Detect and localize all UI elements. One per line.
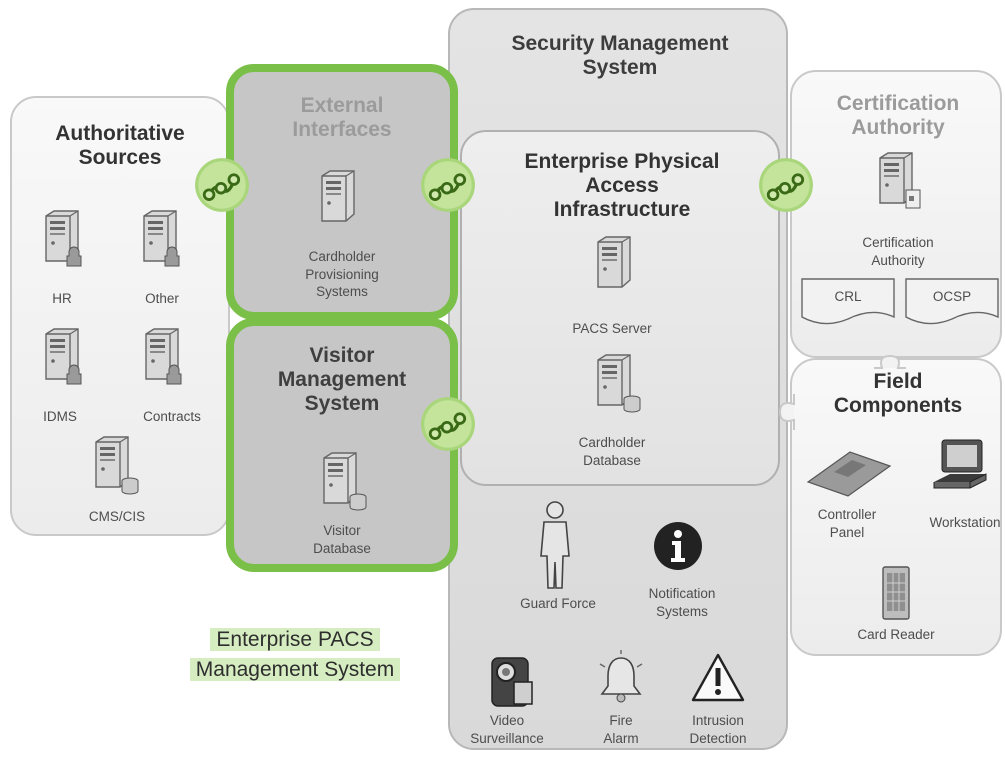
- connector-chain-icon-3: [758, 157, 814, 213]
- certification-authority-panel: Certification Authority Certification Au…: [790, 70, 1002, 358]
- epai-title: Enterprise Physical Access Infrastructur…: [524, 150, 720, 222]
- intrusion-detection-label: Intrusion Detection: [689, 713, 747, 746]
- cardholder-database-label: Cardholder Database: [578, 435, 646, 468]
- idms-server-icon: [45, 328, 82, 385]
- workstation-label: Workstation: [929, 515, 1001, 530]
- provisioning-server-icon: [321, 170, 355, 222]
- visitor-management-panel: Visitor Management System Visitor Databa…: [226, 318, 458, 572]
- ocsp-label: OCSP: [932, 289, 972, 304]
- notification-info-icon: [654, 522, 702, 570]
- visitor-management-title: Visitor Management System: [277, 344, 407, 416]
- connector-chain-icon-4: [420, 396, 476, 452]
- cardholder-provisioning-label: Cardholder Provisioning Systems: [305, 249, 379, 300]
- enterprise-pacs-label: Enterprise PACS Management System: [150, 625, 440, 686]
- fire-alarm-label: Fire Alarm: [603, 713, 639, 746]
- enterprise-pacs-label-text: Enterprise PACS Management System: [189, 628, 401, 682]
- guard-force-label: Guard Force: [520, 596, 596, 611]
- certification-authority-title: Certification Authority: [836, 92, 960, 140]
- cms-cis-label: CMS/CIS: [88, 509, 146, 524]
- contracts-server-icon: [145, 328, 182, 385]
- card-reader-label: Card Reader: [857, 627, 935, 642]
- other-label: Other: [145, 291, 179, 306]
- contracts-label: Contracts: [143, 409, 201, 424]
- visitor-database-icon: [323, 452, 367, 511]
- hr-server-icon: [45, 210, 82, 267]
- hr-label: HR: [52, 291, 72, 306]
- controller-panel-icon: [806, 451, 892, 497]
- field-components-panel: Field Components Controller Panel Workst…: [790, 358, 1002, 656]
- crl-document-icon: [801, 278, 895, 325]
- fire-alarm-bell-icon: [599, 650, 643, 703]
- external-interfaces-title: External Interfaces: [292, 94, 392, 142]
- certification-authority-label: Certification Authority: [862, 235, 934, 268]
- guard-force-icon: [540, 501, 570, 589]
- controller-panel-label: Controller Panel: [817, 507, 877, 540]
- idms-label: IDMS: [43, 409, 77, 424]
- puzzle-side-connector-icon: [778, 394, 795, 430]
- epai-panel: Enterprise Physical Access Infrastructur…: [460, 130, 780, 486]
- video-camera-icon: [491, 657, 533, 707]
- connector-chain-icon-2: [420, 157, 476, 213]
- field-components-title: Field Components: [833, 370, 963, 418]
- other-server-icon: [143, 210, 180, 267]
- video-surveillance-label: Video Surveillance: [470, 713, 544, 746]
- authoritative-sources-panel: Authoritative Sources HR Other IDMS Cont…: [10, 96, 230, 536]
- security-management-system-title: Security Management System: [511, 32, 729, 80]
- ocsp-document-icon: [905, 278, 999, 325]
- certification-server-icon: [879, 152, 921, 209]
- workstation-icon: [933, 439, 987, 489]
- pacs-server-label: PACS Server: [572, 321, 652, 336]
- crl-label: CRL: [834, 289, 862, 304]
- cardholder-database-icon: [597, 354, 641, 413]
- pacs-server-icon: [597, 236, 631, 288]
- puzzle-connector-icon: [874, 354, 906, 369]
- connector-chain-icon-1: [194, 157, 250, 213]
- cms-cis-server-icon: [95, 436, 139, 495]
- visitor-database-label: Visitor Database: [313, 523, 371, 556]
- notification-systems-label: Notification Systems: [648, 586, 716, 619]
- authoritative-sources-title: Authoritative Sources: [55, 122, 185, 170]
- card-reader-icon: [882, 566, 910, 620]
- intrusion-warning-icon: [691, 653, 745, 702]
